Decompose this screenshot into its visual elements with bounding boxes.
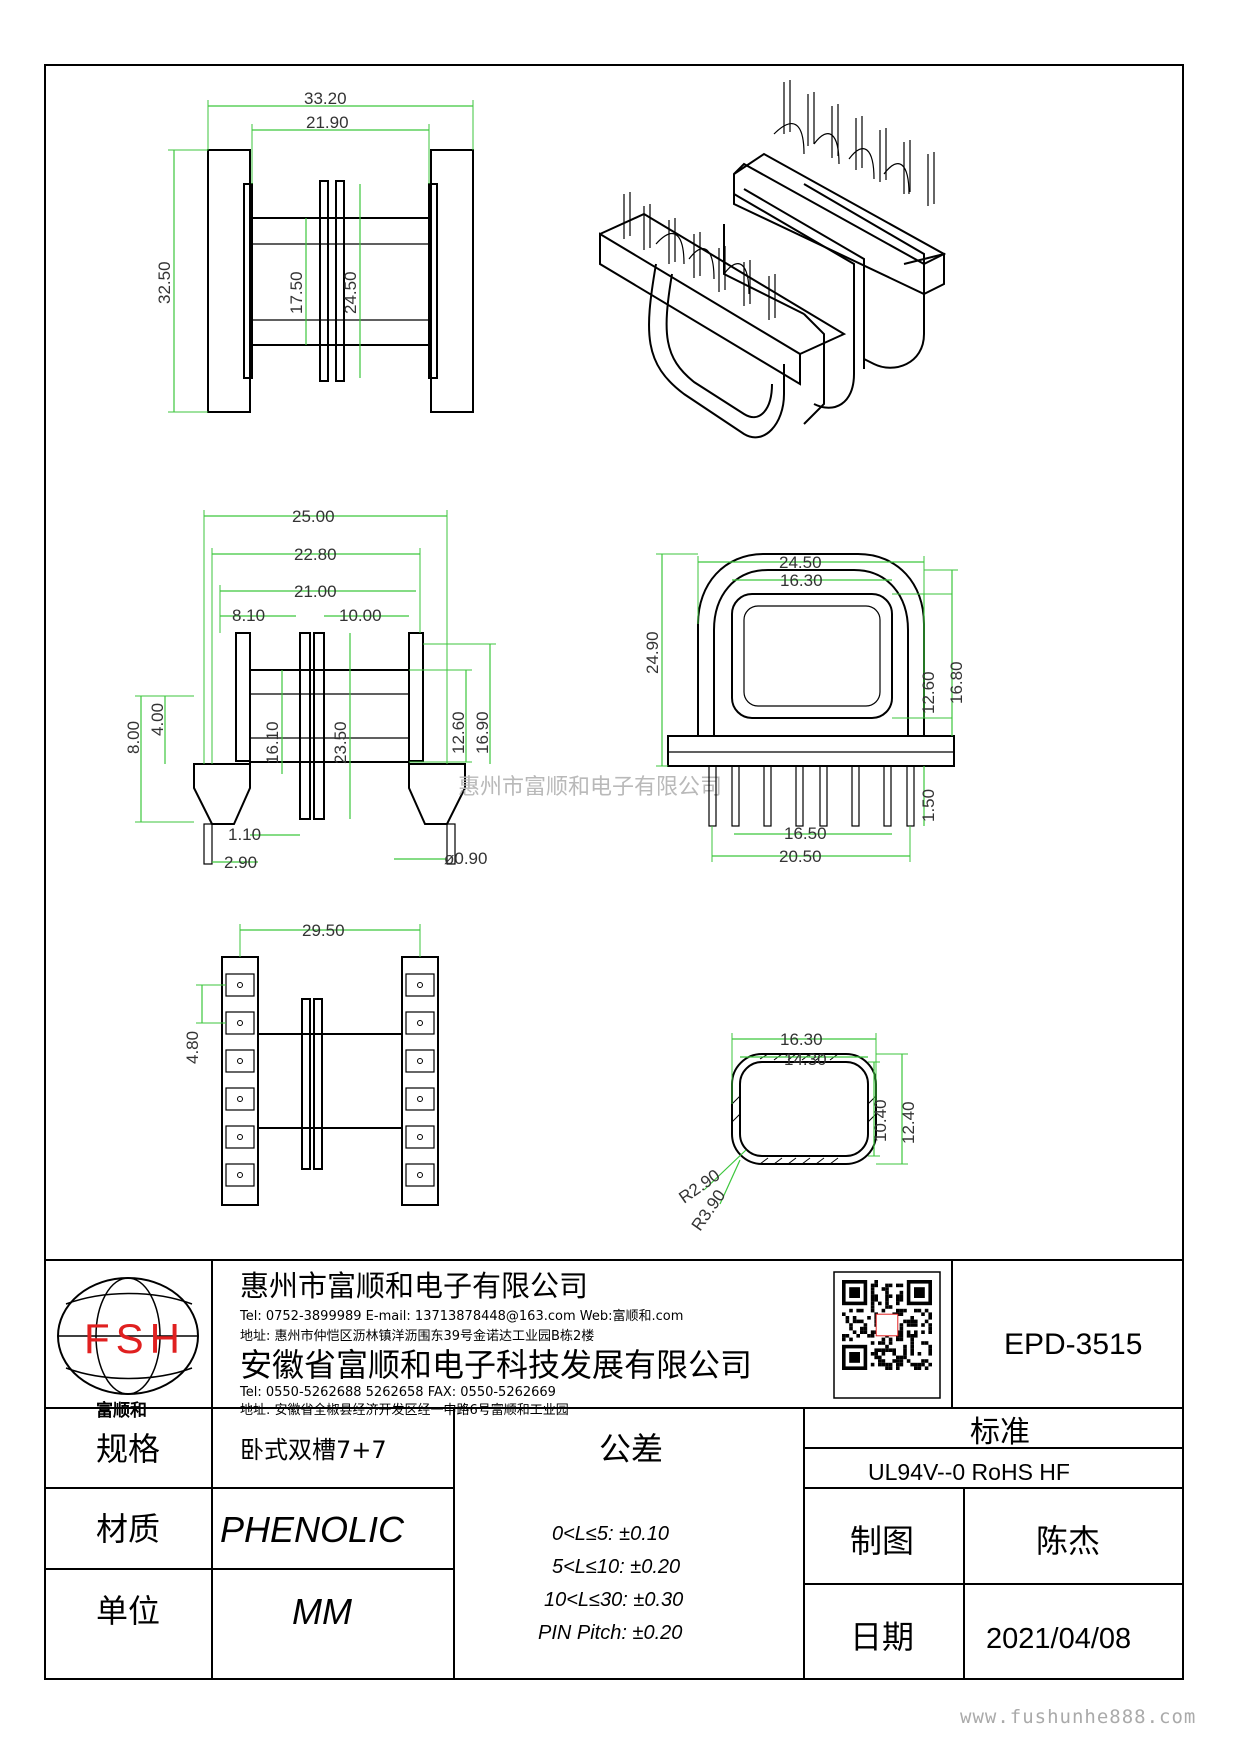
- front-view: 25.00 22.80 21.00 8.10 10.00 8.00 4.00 1…: [124, 507, 722, 872]
- bottom-right-rail: [401, 956, 439, 1206]
- standard-value: UL94V--0 RoHS HF: [868, 1459, 1070, 1485]
- unit-value: MM: [292, 1591, 352, 1632]
- dim-front-25: 25.00: [292, 507, 335, 526]
- bottom-left-rail: [221, 956, 259, 1206]
- dim-side-2050: 20.50: [779, 847, 822, 866]
- front-core: [249, 669, 410, 763]
- dim-top-inner: 21.90: [306, 113, 349, 132]
- tolerance-3: 10<L≤30: ±0.30: [544, 1589, 683, 1611]
- company2-address: 地址: 安徽省全椒县经济开发区经一中路6号富顺和工业园: [240, 1402, 569, 1418]
- dim-front-110: 1.10: [228, 825, 261, 844]
- company2-name: 安徽省富顺和电子科技发展有限公司: [240, 1346, 752, 1384]
- dim-side-1650: 16.50: [784, 824, 827, 843]
- drawn-label: 制图: [850, 1522, 914, 1560]
- front-mid-flange-a: [299, 632, 311, 820]
- top-inner-flange-right: [428, 183, 438, 379]
- tolerance-label: 公差: [599, 1430, 663, 1468]
- dim-sec-1040: 10.40: [871, 1099, 890, 1142]
- dim-front-1690: 16.90: [473, 711, 492, 754]
- side-base: [667, 735, 955, 767]
- dim-top-height: 32.50: [155, 261, 174, 304]
- dim-front-1000: 10.00: [339, 606, 382, 625]
- tolerance-1: 0<L≤5: ±0.10: [552, 1523, 669, 1545]
- standard-label: 标准: [970, 1415, 1030, 1450]
- date-value: 2021/04/08: [986, 1623, 1131, 1655]
- dim-front-8: 8.00: [124, 721, 143, 754]
- dim-top-flange: 24.50: [341, 271, 360, 314]
- dim-front-4: 4.00: [148, 703, 167, 736]
- dim-front-21: 21.00: [294, 582, 337, 601]
- fsh-logo: FSH 富顺和: [57, 1277, 199, 1421]
- top-mid-flange-a: [319, 180, 329, 382]
- spec-value: 卧式双槽7+7: [240, 1436, 387, 1464]
- dim-front-228: 22.80: [294, 545, 337, 564]
- drawing-frame: [44, 64, 1184, 1680]
- bottom-core: [257, 1033, 403, 1129]
- dim-front-1610: 16.10: [263, 721, 282, 764]
- material-value: PHENOLIC: [220, 1509, 405, 1550]
- footer-website: www.fushunhe888.com: [960, 1706, 1197, 1728]
- section-view: 16.30 14.30 10.40 12.40 R2.90 R3.90: [675, 1030, 918, 1234]
- top-inner-flange-left: [243, 183, 253, 379]
- qr-code: [842, 1280, 932, 1370]
- company1-address: 地址: 惠州市仲恺区沥林镇洋沥围东39号金诺达工业园B栋2楼: [240, 1328, 594, 1344]
- section-outer: [731, 1053, 877, 1165]
- company1-contact: Tel: 0752-3899989 E-mail: 13713878448@16…: [239, 1308, 683, 1324]
- dim-side-1630: 16.30: [780, 571, 823, 590]
- dim-front-pin: ø0.90: [444, 849, 487, 868]
- part-number: EPD-3515: [1004, 1328, 1142, 1361]
- side-window: [731, 593, 893, 719]
- watermark: 惠州市富顺和电子有限公司: [458, 775, 722, 800]
- top-view: 33.20 21.90 32.50 17.50 24.50: [155, 89, 474, 413]
- dim-front-2350: 23.50: [331, 721, 350, 764]
- dim-side-2490: 24.90: [643, 631, 662, 674]
- company1-name: 惠州市富顺和电子有限公司: [240, 1269, 588, 1303]
- qr-code-frame: [833, 1271, 941, 1399]
- dim-top-core: 17.50: [287, 271, 306, 314]
- top-mid-flange-b: [335, 180, 345, 382]
- dim-front-810: 8.10: [232, 606, 265, 625]
- dim-top-width: 33.20: [304, 89, 347, 108]
- spec-label: 规格: [96, 1430, 160, 1468]
- material-label: 材质: [96, 1510, 160, 1548]
- tolerance-2: 5<L≤10: ±0.20: [552, 1556, 680, 1578]
- dim-side-1260: 12.60: [919, 671, 938, 714]
- side-outer-arch: [697, 553, 925, 736]
- dim-sec-1630: 16.30: [780, 1030, 823, 1049]
- logo-text: FSH: [84, 1315, 186, 1362]
- logo-caption: 富顺和: [96, 1400, 147, 1421]
- top-core: [249, 217, 432, 346]
- title-block: FSH 富顺和 惠州市富顺和电子有限公司 Tel: 0752-3899989 E…: [44, 1259, 1184, 1680]
- unit-label: 单位: [96, 1592, 160, 1630]
- technical-drawing: 33.20 21.90 32.50 17.50 24.50: [44, 80, 1184, 1680]
- company2-contact: Tel: 0550-5262688 5262658 FAX: 0550-5262…: [239, 1385, 556, 1400]
- dim-side-1680: 16.80: [947, 661, 966, 704]
- isometric-view: [599, 80, 947, 439]
- front-left-flange: [235, 632, 251, 762]
- dim-bottom-pitch: 4.80: [183, 1031, 202, 1064]
- dim-front-1260: 12.60: [449, 711, 468, 754]
- dim-front-290: 2.90: [224, 853, 257, 872]
- dim-sec-1240: 12.40: [899, 1101, 918, 1144]
- front-mid-flange-b: [313, 632, 325, 820]
- date-label: 日期: [850, 1618, 914, 1656]
- tolerance-4: PIN Pitch: ±0.20: [538, 1622, 682, 1644]
- dim-side-2450: 24.50: [779, 553, 822, 572]
- front-right-base: [408, 763, 466, 825]
- dim-side-150: 1.50: [919, 789, 938, 822]
- front-right-flange: [408, 632, 424, 762]
- section-inner: [739, 1061, 869, 1157]
- dim-sec-1430: 14.30: [784, 1050, 827, 1069]
- front-left-base: [193, 763, 251, 825]
- side-view: 24.50 16.30 24.90 12.60 16.80 16.50 20.5…: [643, 553, 966, 866]
- bottom-view: 29.50 4.80: [183, 921, 439, 1206]
- dim-bottom-2950: 29.50: [302, 921, 345, 940]
- drawn-value: 陈杰: [1036, 1522, 1100, 1560]
